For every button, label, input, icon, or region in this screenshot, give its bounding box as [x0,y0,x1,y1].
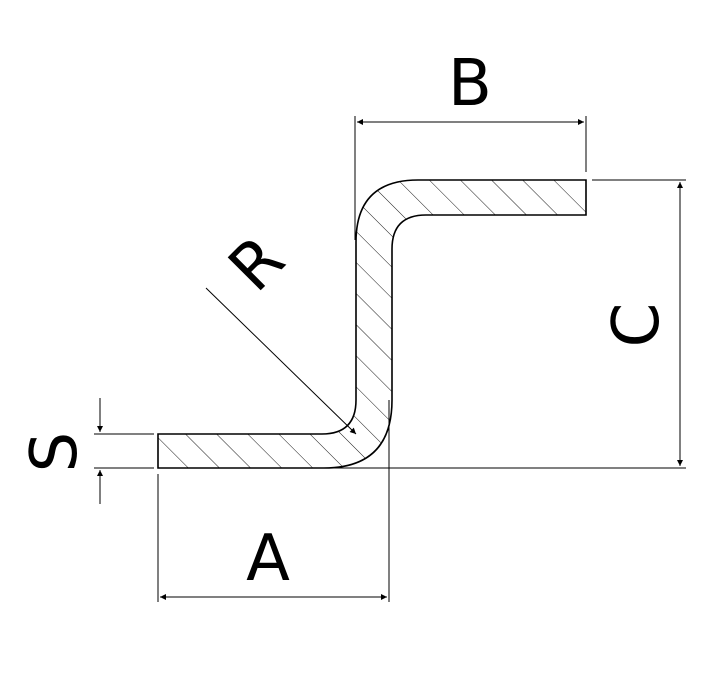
profile-section [157,179,587,469]
extension-lines [94,116,686,602]
label-a: A [246,522,290,596]
label-r: R [215,222,299,306]
dim-line-r [205,287,357,435]
label-c: C [600,303,674,348]
dimension-lines [97,119,683,600]
label-s: S [18,432,92,473]
profile-outline [157,179,587,469]
label-b: B [448,47,492,121]
